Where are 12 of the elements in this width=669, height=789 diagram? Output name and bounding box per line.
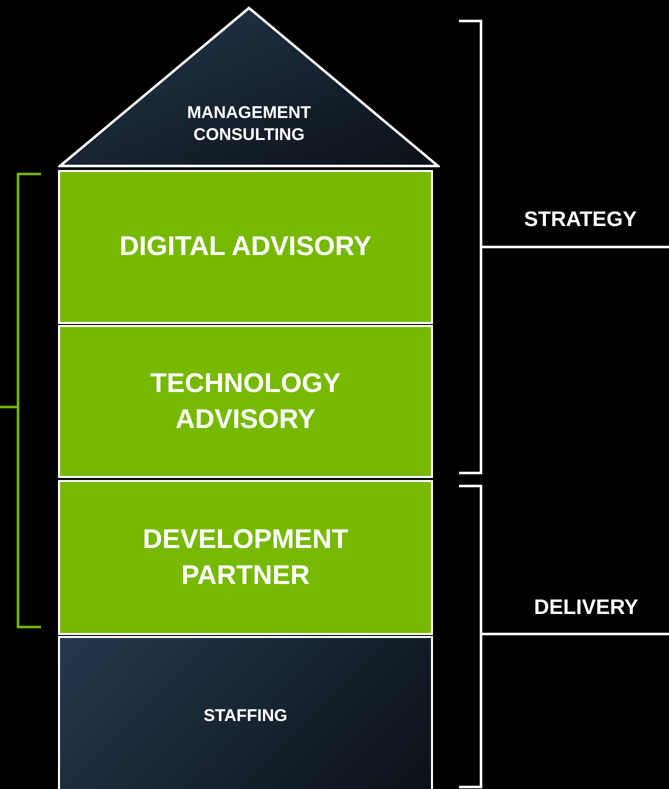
foundation-block	[58, 636, 433, 789]
layer-title: TECHNOLOGY ADVISORY	[149, 367, 342, 436]
layer-title: DEVELOPMENT PARTNER	[142, 523, 350, 592]
roof-triangle	[58, 6, 440, 168]
layer-title: DIGITAL ADVISORY	[118, 230, 373, 264]
layer-title: MANAGEMENT CONSULTING	[186, 102, 312, 146]
service-layer	[58, 325, 433, 478]
service-layer	[58, 480, 433, 635]
bracket-label: STRATEGY	[524, 208, 637, 232]
bracket-label: DELIVERY	[534, 596, 638, 620]
layer-title: STAFFING	[202, 704, 288, 727]
service-layer	[58, 170, 433, 324]
